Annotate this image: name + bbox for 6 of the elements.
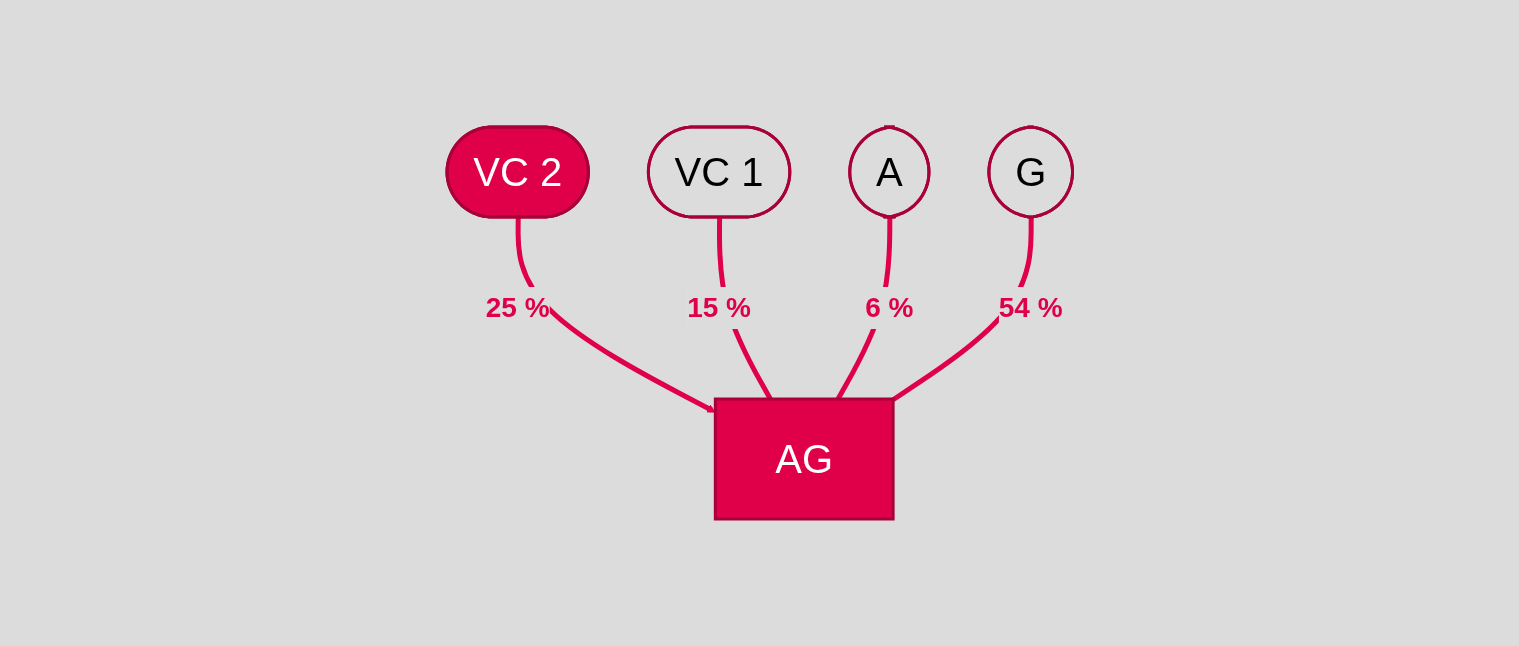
node-box: AG: [713, 397, 895, 521]
edge-label: 25 %: [485, 292, 550, 323]
edge-label: 6 %: [864, 292, 914, 323]
edge-label: 54 %: [998, 292, 1063, 323]
arrow: [515, 217, 716, 413]
edge-label: 15 %: [686, 292, 751, 323]
